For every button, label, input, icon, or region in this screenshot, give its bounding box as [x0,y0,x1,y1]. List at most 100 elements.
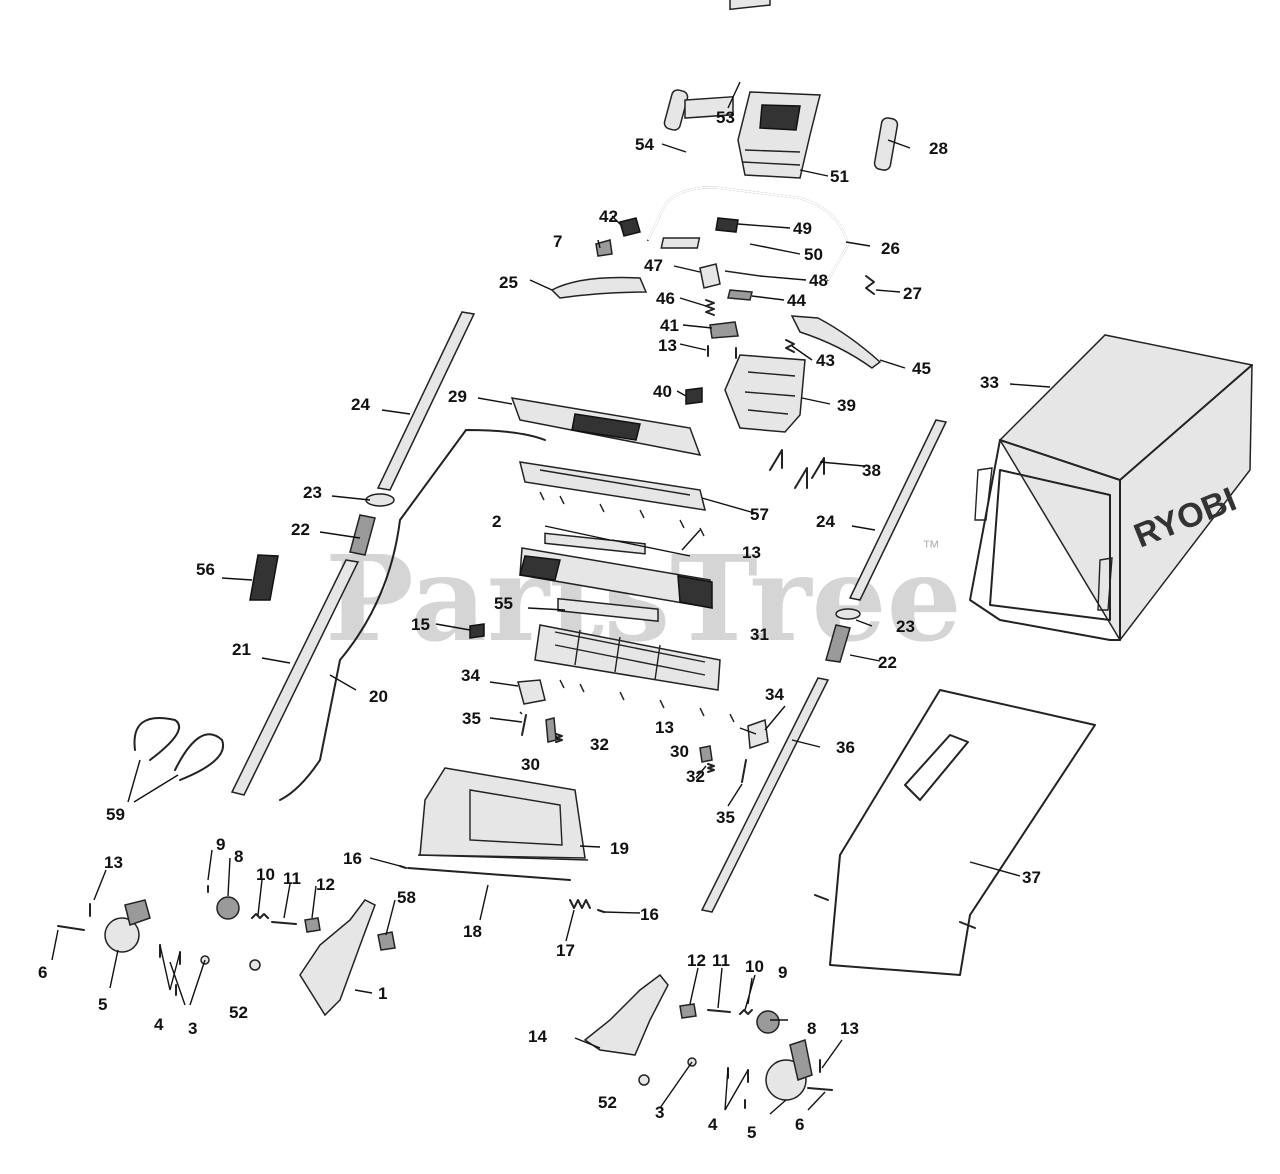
callout-38: 38 [862,461,881,480]
part-cap-23-right[interactable] [835,608,861,620]
part-grid-panel[interactable] [534,624,721,691]
callout-7: 7 [553,232,562,251]
callout-32-right: 32 [686,767,705,786]
part-clip-row[interactable] [539,491,705,537]
part-hinge-rod[interactable] [407,867,571,881]
callout-22-left: 22 [291,520,310,539]
part-plate-1[interactable] [299,899,376,1017]
callout-13-right: 13 [840,1019,859,1038]
part-58[interactable] [377,931,396,951]
part-27[interactable] [865,275,875,295]
part-bushing-12-right[interactable] [679,1003,697,1019]
part-insert-56[interactable] [249,554,279,601]
part-control-box[interactable] [737,91,821,179]
callout-41: 41 [660,316,679,335]
callout-12-right: 12 [687,951,706,970]
part-switch-housing[interactable] [724,354,806,433]
part-bushing-12-left[interactable] [304,917,321,933]
part-bolt-6-left[interactable] [57,925,85,931]
callout-24-right: 24 [816,512,835,531]
part-spring-32-left[interactable] [555,733,563,743]
part-cap-23-left[interactable] [365,493,395,507]
part-tube-24-right[interactable] [848,419,948,601]
part-cable-20[interactable] [279,429,546,801]
part-bail-bar[interactable] [647,186,849,281]
part-bushing-30-left[interactable] [545,717,557,743]
part-strip-2[interactable] [544,532,646,555]
part-pin-35-left[interactable] [521,714,527,736]
part-bag-frame[interactable] [814,689,1096,976]
part-cam-8-right[interactable] [756,1010,780,1034]
part-label-54[interactable] [684,95,734,119]
part-40[interactable] [685,387,703,405]
part-48[interactable] [724,270,761,277]
callout-42: 42 [599,207,618,226]
part-pin-11-right[interactable] [707,1009,731,1013]
part-connector-22-left[interactable] [349,514,376,556]
part-wheel-5-left[interactable] [104,917,140,953]
part-cable-ties[interactable] [133,717,225,781]
part-tube-36[interactable] [700,677,830,913]
callout-6-left: 6 [38,963,47,982]
part-spring-32-right[interactable] [707,763,715,773]
part-right-lever[interactable] [790,315,882,369]
part-discharge-chute[interactable] [417,767,589,861]
part-41[interactable] [709,321,739,339]
callout-6-right: 6 [795,1115,804,1134]
part-connector-22-right[interactable] [825,624,851,663]
part-44[interactable] [727,289,753,301]
part-console-frame[interactable] [519,547,713,609]
part-7[interactable] [595,239,613,257]
callout-3-left: 3 [188,1019,197,1038]
callout-4-left: 4 [154,1015,164,1034]
part-16-left[interactable] [399,865,407,869]
part-42[interactable] [619,217,641,237]
part-spring-10-right[interactable] [739,1009,753,1015]
callout-17: 17 [556,941,575,960]
callout-21: 21 [232,640,251,659]
part-wheel-bracket-left[interactable] [124,899,151,926]
part-15[interactable] [469,623,485,639]
part-bracket-34-right[interactable] [747,718,769,750]
part-bolt-6-right[interactable] [807,1087,833,1091]
part-clip-row-lower[interactable] [559,679,735,723]
callout-2: 2 [492,512,501,531]
part-spring-17[interactable] [569,899,591,909]
part-left-lever[interactable] [550,276,648,299]
part-washer-52-left[interactable] [249,959,261,971]
part-47[interactable] [699,263,721,289]
part-16-right[interactable] [597,909,605,913]
part-49[interactable] [715,217,739,233]
part-bushing-30-right[interactable] [699,745,713,763]
callout-4-right: 4 [708,1115,718,1134]
part-tube-24-left[interactable] [376,311,476,491]
callout-1: 1 [378,984,387,1003]
callout-13-lower: 13 [655,718,674,737]
part-lower-console[interactable] [518,461,707,511]
part-washer-52-right[interactable] [638,1074,650,1086]
part-upper-console[interactable] [510,397,702,456]
part-label-53[interactable] [729,0,771,11]
part-plate-14[interactable] [583,973,669,1056]
part-bracket-34-left[interactable] [517,679,546,705]
callout-26: 26 [881,239,900,258]
callout-34-right: 34 [765,685,784,704]
part-pin-11-left[interactable] [271,921,297,925]
part-tube-21[interactable] [230,559,360,796]
part-cam-8-left[interactable] [216,896,240,920]
part-46[interactable] [705,299,715,316]
part-pin-35-right[interactable] [741,759,747,783]
callout-labels: 1 2 3 3 4 4 5 5 6 6 7 8 8 9 9 10 10 11 1… [38,108,1041,1142]
part-upper-handle[interactable] [663,35,908,171]
leader-lines [51,81,1051,1115]
part-spring-10-left[interactable] [251,913,269,919]
part-grass-bag[interactable]: RYOBI [969,334,1253,642]
callout-23-right: 23 [896,617,915,636]
part-43[interactable] [785,339,795,353]
part-clips-38[interactable] [769,449,825,489]
callout-32-left: 32 [590,735,609,754]
part-50[interactable] [660,237,701,249]
part-13-top[interactable] [707,345,737,359]
part-wheel-bracket-right[interactable] [789,1039,813,1081]
part-strip-55[interactable] [557,597,659,622]
